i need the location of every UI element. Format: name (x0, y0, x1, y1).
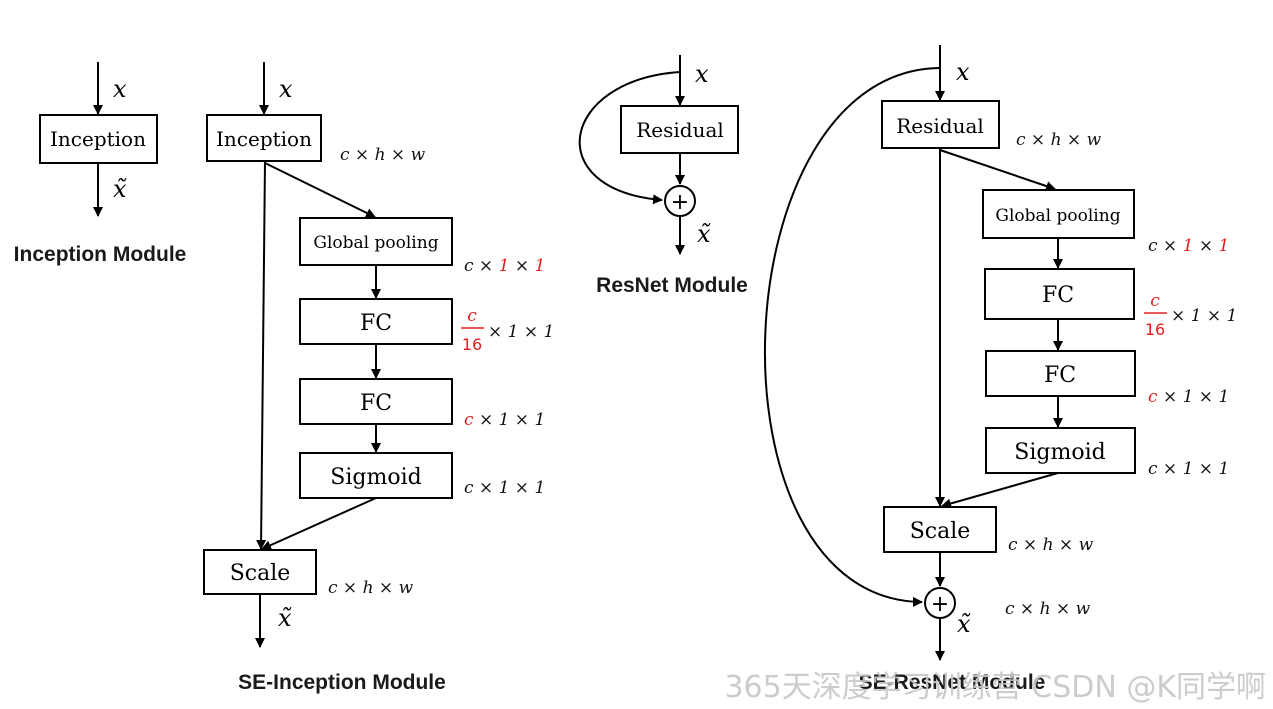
scale-label: Scale (910, 519, 971, 544)
sigmoid-block (985, 427, 1136, 474)
inception-block-label: Inception (50, 127, 146, 151)
fraction-denominator: 16 (462, 335, 482, 354)
fc-block-1 (984, 268, 1135, 320)
scale-block (883, 506, 997, 553)
global-pooling-label: Global pooling (995, 206, 1120, 226)
dim-label: c × 1 × 1 (1148, 236, 1229, 256)
input-x-label: x (695, 60, 709, 88)
input-x-label: x (279, 75, 293, 103)
global-pooling-label: Global pooling (313, 233, 438, 253)
dim-label: × 1 × 1 (1171, 306, 1237, 326)
plus-sign: + (931, 592, 949, 617)
se-resnet-module-caption: SE-ResNet Module (859, 671, 1046, 694)
inception-module-caption: Inception Module (14, 243, 187, 266)
fraction-denominator: 16 (1145, 320, 1165, 339)
fc-label: FC (360, 311, 392, 336)
dim-label: c × h × w (1008, 535, 1094, 555)
plus-sign: + (671, 190, 689, 215)
resnet-module-caption: ResNet Module (596, 274, 748, 297)
inception-block-label: Inception (216, 127, 312, 151)
residual-label: Residual (636, 118, 724, 142)
dim-label: c × 1 × 1 (1148, 459, 1229, 479)
fraction-numerator: c (467, 306, 477, 326)
se-resnet-module: x Residual c × h × w Global pooling c × … (764, 45, 1237, 694)
dim-label: c × 1 × 1 (1148, 387, 1229, 407)
dim-label: c × 1 × 1 (464, 410, 545, 430)
global-pooling-block (982, 189, 1135, 239)
output-x-tilde-label: x̃ (957, 610, 971, 638)
fc-block-2 (299, 378, 453, 425)
dim-label: c × 1 × 1 (464, 256, 545, 276)
fc-label: FC (360, 391, 392, 416)
dim-label: c × h × w (1016, 130, 1102, 150)
residual-label: Residual (896, 114, 984, 138)
resnet-module: x Residual + x̃ ResNet Module (578, 55, 748, 297)
fc-block-1 (299, 298, 453, 345)
sigmoid-label: Sigmoid (1014, 440, 1105, 465)
dim-label: c × h × w (1005, 599, 1091, 619)
global-pooling-block (299, 217, 453, 266)
fc-label: FC (1044, 363, 1076, 388)
se-inception-module: x Inception c × h × w Global pooling c ×… (203, 62, 554, 694)
inception-block (206, 114, 322, 162)
dim-label: × 1 × 1 (488, 322, 554, 342)
fraction-numerator: c (1150, 291, 1160, 311)
input-x-label: x (113, 75, 127, 103)
dim-label: c × h × w (328, 578, 414, 598)
se-inception-module-caption: SE-Inception Module (238, 671, 446, 694)
sigmoid-label: Sigmoid (330, 465, 421, 490)
fc-label: FC (1042, 283, 1074, 308)
sigmoid-block (299, 452, 453, 499)
watermark: 365天深度学习训练营 CSDN @K同学啊 (724, 670, 1266, 705)
output-x-tilde-label: x̃ (113, 175, 127, 203)
residual-block (620, 105, 739, 154)
dim-label: c × 1 × 1 (464, 478, 545, 498)
input-x-label: x (956, 58, 970, 86)
scale-block (203, 549, 317, 595)
dim-label: c × h × w (340, 145, 426, 165)
scale-label: Scale (230, 561, 291, 586)
inception-module: x Inception x̃ Inception Module (14, 62, 187, 266)
residual-block (881, 100, 1000, 149)
output-x-tilde-label: x̃ (278, 604, 292, 632)
fc-block-2 (985, 350, 1136, 397)
output-x-tilde-label: x̃ (697, 220, 711, 248)
